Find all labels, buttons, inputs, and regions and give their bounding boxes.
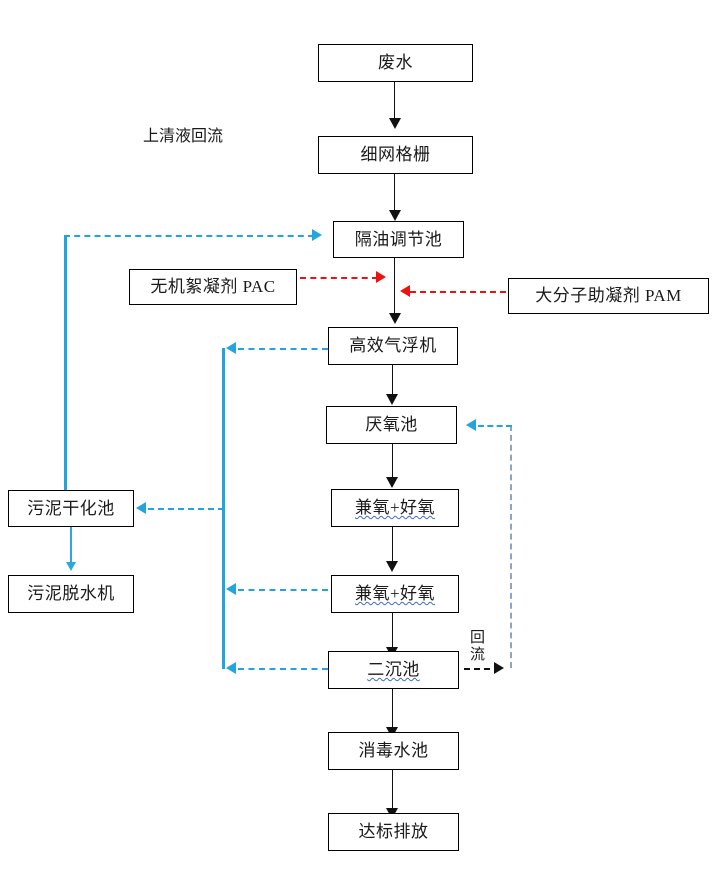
dosing-line-pac — [300, 277, 378, 279]
arrowhead-to-ao1 — [386, 477, 398, 488]
arrowhead-return-to-anaerobic — [466, 419, 476, 431]
node-compliant-discharge[interactable]: 达标排放 — [328, 813, 459, 851]
flow-line-wastewater-to-screen — [394, 81, 395, 122]
sludge-return-riser — [510, 425, 512, 668]
arrowhead-pam-dosing — [400, 285, 410, 297]
arrowhead-to-anaerobic — [386, 394, 398, 405]
sludge-return-line-to-anaerobic — [478, 425, 512, 427]
arrowhead-to-ao2 — [386, 561, 398, 572]
label-supernatant-return: 上清液回流 — [143, 128, 224, 145]
node-sludge-drying-tank-label: 污泥干化池 — [27, 498, 115, 518]
sludge-line-from-daf — [238, 348, 328, 350]
node-facultative-aerobic-1[interactable]: 兼氧+好氧 — [331, 489, 459, 527]
sludge-line-from-clarifier — [238, 668, 328, 670]
node-oil-separation-tank-label: 隔油调节池 — [354, 229, 443, 249]
node-dissolved-air-flotation-label: 高效气浮机 — [349, 336, 437, 355]
flow-line-clarifier-to-disinfection — [392, 689, 393, 731]
node-facultative-aerobic-1-label: 兼氧+好氧 — [354, 498, 436, 517]
arrowhead-to-daf — [389, 313, 401, 324]
flow-line-oil-tank-to-daf — [394, 257, 395, 317]
node-pac[interactable]: 无机絮凝剂 PAC — [129, 269, 297, 305]
arrowhead-sludge-to-drying-tank — [136, 502, 146, 514]
supernatant-return-line — [64, 235, 314, 237]
sludge-line-to-drying-tank — [148, 508, 224, 510]
arrowhead-return-from-clarifier — [494, 662, 504, 674]
sludge-return-line-from-clarifier — [464, 668, 500, 670]
node-pam-label: 大分子助凝剂 PAM — [535, 286, 682, 305]
node-wastewater[interactable]: 废水 — [318, 44, 473, 82]
node-pam[interactable]: 大分子助凝剂 PAM — [508, 278, 709, 314]
flow-line-daf-to-anaerobic — [392, 364, 393, 398]
node-compliant-discharge-label: 达标排放 — [358, 822, 429, 841]
node-disinfection-tank[interactable]: 消毒水池 — [328, 732, 459, 770]
node-sludge-dewatering-machine[interactable]: 污泥脱水机 — [8, 575, 134, 613]
sludge-line-from-ao2 — [238, 589, 328, 591]
node-sludge-dewatering-machine-label: 污泥脱水机 — [27, 584, 115, 603]
node-dissolved-air-flotation[interactable]: 高效气浮机 — [328, 327, 458, 365]
flow-line-disinfection-to-discharge — [392, 770, 393, 812]
node-facultative-aerobic-2-label: 兼氧+好氧 — [354, 584, 436, 603]
dosing-line-pam — [410, 291, 506, 293]
arrowhead-to-oil-tank — [389, 210, 401, 221]
arrowhead-sludge-from-ao2 — [226, 583, 236, 595]
node-facultative-aerobic-2[interactable]: 兼氧+好氧 — [331, 575, 459, 613]
sludge-line-drying-to-dewatering — [70, 527, 72, 565]
node-secondary-clarifier[interactable]: 二沉池 — [328, 651, 459, 689]
arrowhead-to-dewatering-machine — [66, 562, 76, 571]
flow-line-screen-to-oil-tank — [394, 173, 395, 214]
arrowhead-sludge-from-clarifier — [226, 662, 236, 674]
node-pac-label: 无机絮凝剂 PAC — [150, 277, 276, 296]
arrowhead-pac-dosing — [376, 271, 386, 283]
flow-line-anaerobic-to-ao1 — [392, 443, 393, 481]
node-oil-separation-tank[interactable]: 隔油调节池 — [333, 221, 464, 258]
node-fine-screen[interactable]: 细网格栅 — [318, 136, 473, 174]
node-wastewater-label: 废水 — [378, 53, 413, 72]
label-sludge-return-vertical: 回流 — [470, 630, 486, 664]
node-sludge-drying-tank[interactable]: 污泥干化池 — [8, 490, 134, 527]
arrowhead-supernatant-to-oil-tank — [312, 229, 322, 241]
node-secondary-clarifier-label: 二沉池 — [367, 660, 420, 679]
flow-line-ao2-to-clarifier — [392, 613, 393, 651]
arrowhead-to-fine-screen — [389, 118, 401, 129]
node-anaerobic-tank[interactable]: 厌氧池 — [326, 406, 457, 444]
node-anaerobic-tank-label: 厌氧池 — [365, 415, 418, 434]
node-disinfection-tank-label: 消毒水池 — [358, 741, 429, 760]
supernatant-return-riser — [64, 235, 67, 492]
arrowhead-sludge-from-daf — [226, 342, 236, 354]
node-fine-screen-label: 细网格栅 — [360, 145, 431, 164]
flow-line-ao1-to-ao2 — [392, 527, 393, 565]
